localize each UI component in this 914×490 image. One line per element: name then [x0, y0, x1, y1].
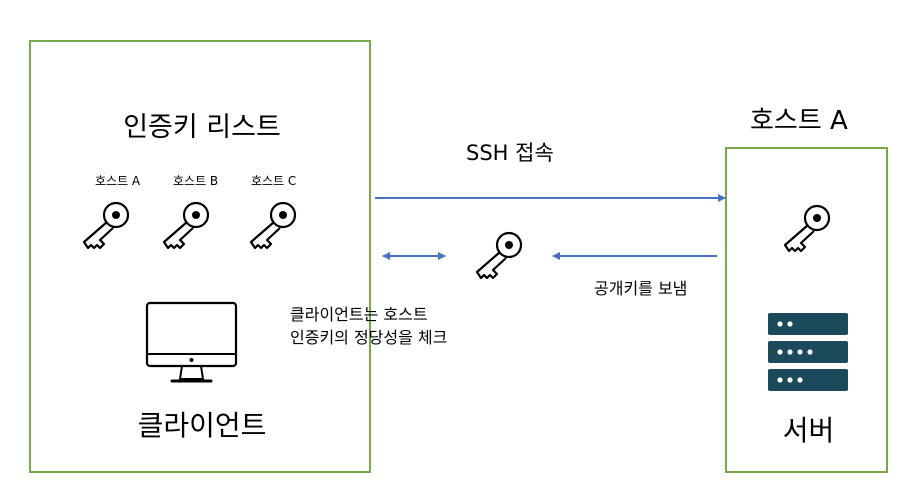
- check-validity-label: 클라이언트는 호스트 인증키의 정당성을 체크: [290, 303, 447, 349]
- check-validity-line-1: 클라이언트는 호스트: [290, 305, 428, 324]
- key-list-title: 인증키 리스트: [123, 112, 281, 143]
- public-key-icon: [475, 231, 523, 280]
- host-key-icon: [783, 204, 831, 253]
- client-box: 인증키 리스트 호스트 A 호스트 B 호스트 C 클라이언트: [29, 40, 371, 473]
- server-icon: [768, 313, 848, 391]
- host-title: 호스트 A: [750, 106, 848, 136]
- key-icon-host-a: [82, 201, 130, 250]
- ssh-connection-label: SSH 접속: [466, 141, 554, 165]
- send-public-key-label: 공개키를 보냄: [594, 279, 688, 298]
- client-label: 클라이언트: [137, 409, 267, 442]
- key-label-host-c: 호스트 C: [251, 174, 297, 188]
- key-icon-host-b: [162, 201, 210, 250]
- host-box: 서버: [725, 147, 888, 473]
- check-validity-line-2: 인증키의 정당성을 체크: [290, 328, 448, 347]
- key-icon-host-c: [249, 201, 297, 250]
- key-label-host-b: 호스트 B: [173, 174, 219, 188]
- key-label-host-a: 호스트 A: [95, 174, 141, 188]
- server-label: 서버: [782, 414, 835, 447]
- monitor-icon: [145, 301, 238, 383]
